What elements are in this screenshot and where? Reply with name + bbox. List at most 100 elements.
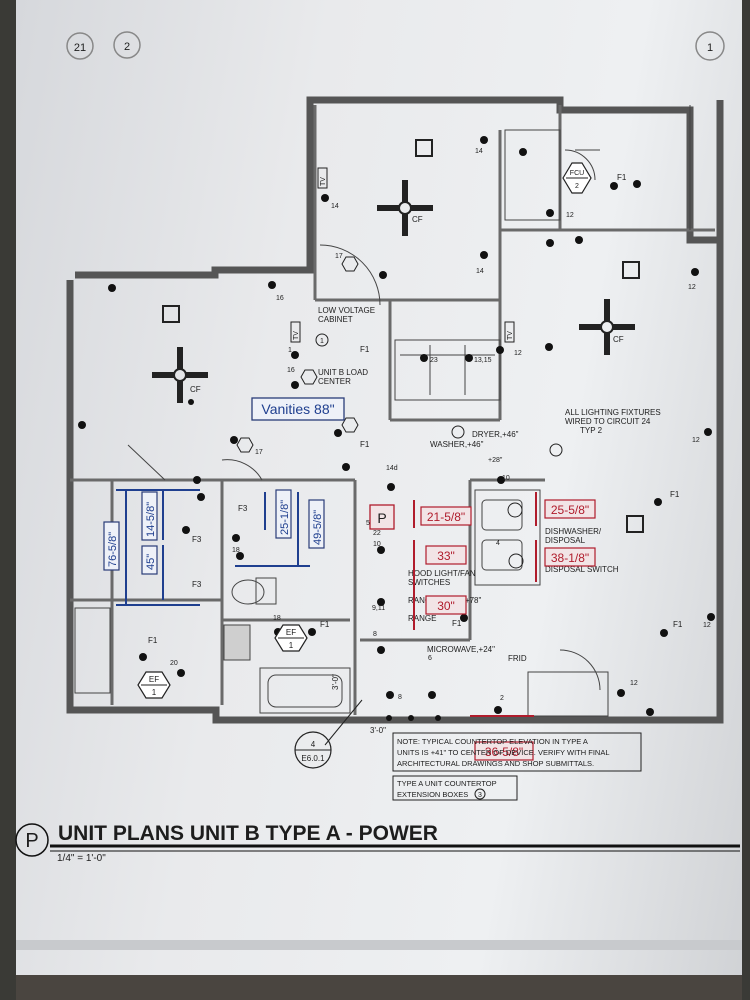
- svg-text:F3: F3: [192, 580, 202, 589]
- range-label: RANGE: [408, 614, 436, 623]
- svg-text:1: 1: [288, 347, 292, 354]
- cabinet-label: CABINET: [318, 315, 353, 324]
- fixture-label: F1 F1 F1 F1 F1 F1 F1 F1 F3 F3 F3: [148, 173, 683, 645]
- svg-text:76-5/8": 76-5/8": [107, 532, 119, 567]
- svg-text:F1: F1: [673, 620, 683, 629]
- blue-dimension-label: 14-5/8": [141, 491, 158, 541]
- red-dimension-lines: [413, 492, 537, 717]
- title-block: P UNIT PLANS UNIT B TYPE A - POWER 1/4" …: [15, 822, 740, 864]
- svg-text:16: 16: [287, 367, 295, 374]
- svg-text:21: 21: [74, 42, 86, 54]
- svg-text:F1: F1: [670, 490, 680, 499]
- svg-text:16: 16: [276, 295, 284, 302]
- svg-text:TV: TV: [293, 331, 300, 340]
- bathtub-fixture: [259, 667, 351, 714]
- svg-text:9,11: 9,11: [372, 605, 385, 612]
- dryer-label: DRYER,+46": [472, 430, 519, 439]
- svg-text:12: 12: [630, 680, 638, 687]
- svg-text:14-5/8": 14-5/8": [145, 502, 157, 537]
- blue-dimension-lines: [116, 489, 310, 606]
- svg-text:17: 17: [335, 253, 343, 260]
- cabinet-outline: [394, 339, 501, 401]
- svg-text:14: 14: [476, 268, 484, 275]
- shower-fixture: [74, 607, 251, 694]
- sleeve-edge: [16, 940, 742, 950]
- microwave-label: MICROWAVE,+24": [427, 645, 495, 654]
- red-dimension-label: 25-5/8": [544, 499, 596, 519]
- svg-text:F1: F1: [360, 345, 370, 354]
- red-dimension-label: 30": [425, 595, 467, 615]
- ceiling-fan-icon: CF: [152, 347, 208, 403]
- svg-text:49-5/8": 49-5/8": [312, 510, 324, 545]
- svg-text:1: 1: [707, 42, 713, 54]
- svg-text:25-5/8": 25-5/8": [551, 503, 589, 517]
- svg-text:12: 12: [688, 284, 696, 291]
- fcu-unit-icon: FCU 2: [562, 162, 592, 194]
- svg-text:14: 14: [475, 148, 483, 155]
- svg-text:CF: CF: [613, 335, 624, 344]
- red-dimension-label: 36-5/8": [474, 741, 534, 761]
- svg-text:F1: F1: [148, 636, 158, 645]
- blue-dimension-label: 76-5/8": [103, 521, 120, 571]
- section-callout: 4 E6.0.1: [294, 699, 363, 769]
- frid-outline: [527, 671, 609, 717]
- svg-text:1: 1: [289, 641, 294, 650]
- disposal-label: DISPOSAL: [545, 536, 586, 545]
- all-lighting-label-3: TYP 2: [580, 426, 603, 435]
- svg-text:4: 4: [311, 740, 316, 749]
- svg-text:12: 12: [703, 622, 711, 629]
- svg-text:12: 12: [514, 350, 522, 357]
- svg-text:CF: CF: [190, 385, 201, 394]
- vanities-callout: Vanities 88": [251, 397, 345, 421]
- dishwasher-label: DISHWASHER/: [545, 527, 602, 536]
- sheet-marker-left-a: 21: [66, 32, 94, 60]
- blue-dimension-label: 45": [141, 545, 158, 575]
- svg-text:UNITS IS +41" TO CENTER OF DEV: UNITS IS +41" TO CENTER OF DEVICE. VERIF…: [397, 748, 610, 757]
- panel-p-box: P: [369, 504, 395, 530]
- blue-dimension-label: 25-1/8": [275, 489, 292, 539]
- svg-text:25-1/8": 25-1/8": [279, 500, 291, 535]
- center-label: CENTER: [318, 377, 351, 386]
- svg-text:EXTENSION BOXES: EXTENSION BOXES: [397, 790, 468, 799]
- toilet-fixture: [231, 577, 277, 605]
- svg-text:1: 1: [152, 688, 157, 697]
- svg-text:F3: F3: [192, 535, 202, 544]
- svg-text:Vanities 88": Vanities 88": [261, 401, 334, 417]
- drawing-sheet: [16, 0, 742, 1000]
- red-dimension-label: 38-1/8": [544, 547, 596, 567]
- exhaust-fan-icon: EF 1: [274, 624, 308, 652]
- svg-text:8: 8: [373, 631, 377, 638]
- svg-text:10: 10: [502, 475, 510, 482]
- title-marker: P: [25, 830, 38, 852]
- switches-label: SWITCHES: [408, 578, 450, 587]
- svg-text:18: 18: [232, 547, 240, 554]
- svg-text:NOTE: TYPICAL COUNTERTOP ELEVA: NOTE: TYPICAL COUNTERTOP ELEVATION IN TY…: [397, 737, 588, 746]
- svg-text:2: 2: [124, 41, 130, 53]
- svg-text:F1: F1: [452, 619, 462, 628]
- svg-text:18: 18: [273, 615, 281, 622]
- svg-text:30": 30": [437, 599, 455, 613]
- washer-label: WASHER,+46": [430, 440, 484, 449]
- svg-text:14: 14: [331, 203, 339, 210]
- page-title: UNIT PLANS UNIT B TYPE A - POWER: [58, 822, 438, 845]
- disposal-switch-label: DISPOSAL SWITCH: [545, 565, 619, 574]
- dim-3-0-vertical: 3'-0": [331, 674, 340, 690]
- plus28-label: +28": [488, 457, 503, 464]
- svg-text:EF: EF: [286, 628, 296, 637]
- red-dimension-label: 33": [425, 545, 467, 565]
- svg-text:12: 12: [566, 212, 574, 219]
- sink-fixture: [474, 489, 541, 586]
- circle-tag-icon: [315, 333, 563, 569]
- all-lighting-label-2: WIRED TO CIRCUIT 24: [565, 417, 651, 426]
- svg-text:FCU: FCU: [570, 170, 584, 177]
- frid-label: FRID: [508, 654, 527, 663]
- extension-box-note: TYPE A UNIT COUNTERTOP EXTENSION BOXES 3: [392, 775, 518, 801]
- svg-text:36-5/8": 36-5/8": [485, 745, 523, 759]
- svg-text:ARCHITECTURAL DRAWINGS AND SHO: ARCHITECTURAL DRAWINGS AND SHOP SUBMITTA…: [397, 759, 594, 768]
- svg-text:23: 23: [430, 357, 438, 364]
- svg-text:45": 45": [145, 554, 157, 570]
- svg-text:F1: F1: [617, 173, 627, 182]
- outlet-icon: [78, 136, 715, 721]
- svg-text:38-1/8": 38-1/8": [551, 551, 589, 565]
